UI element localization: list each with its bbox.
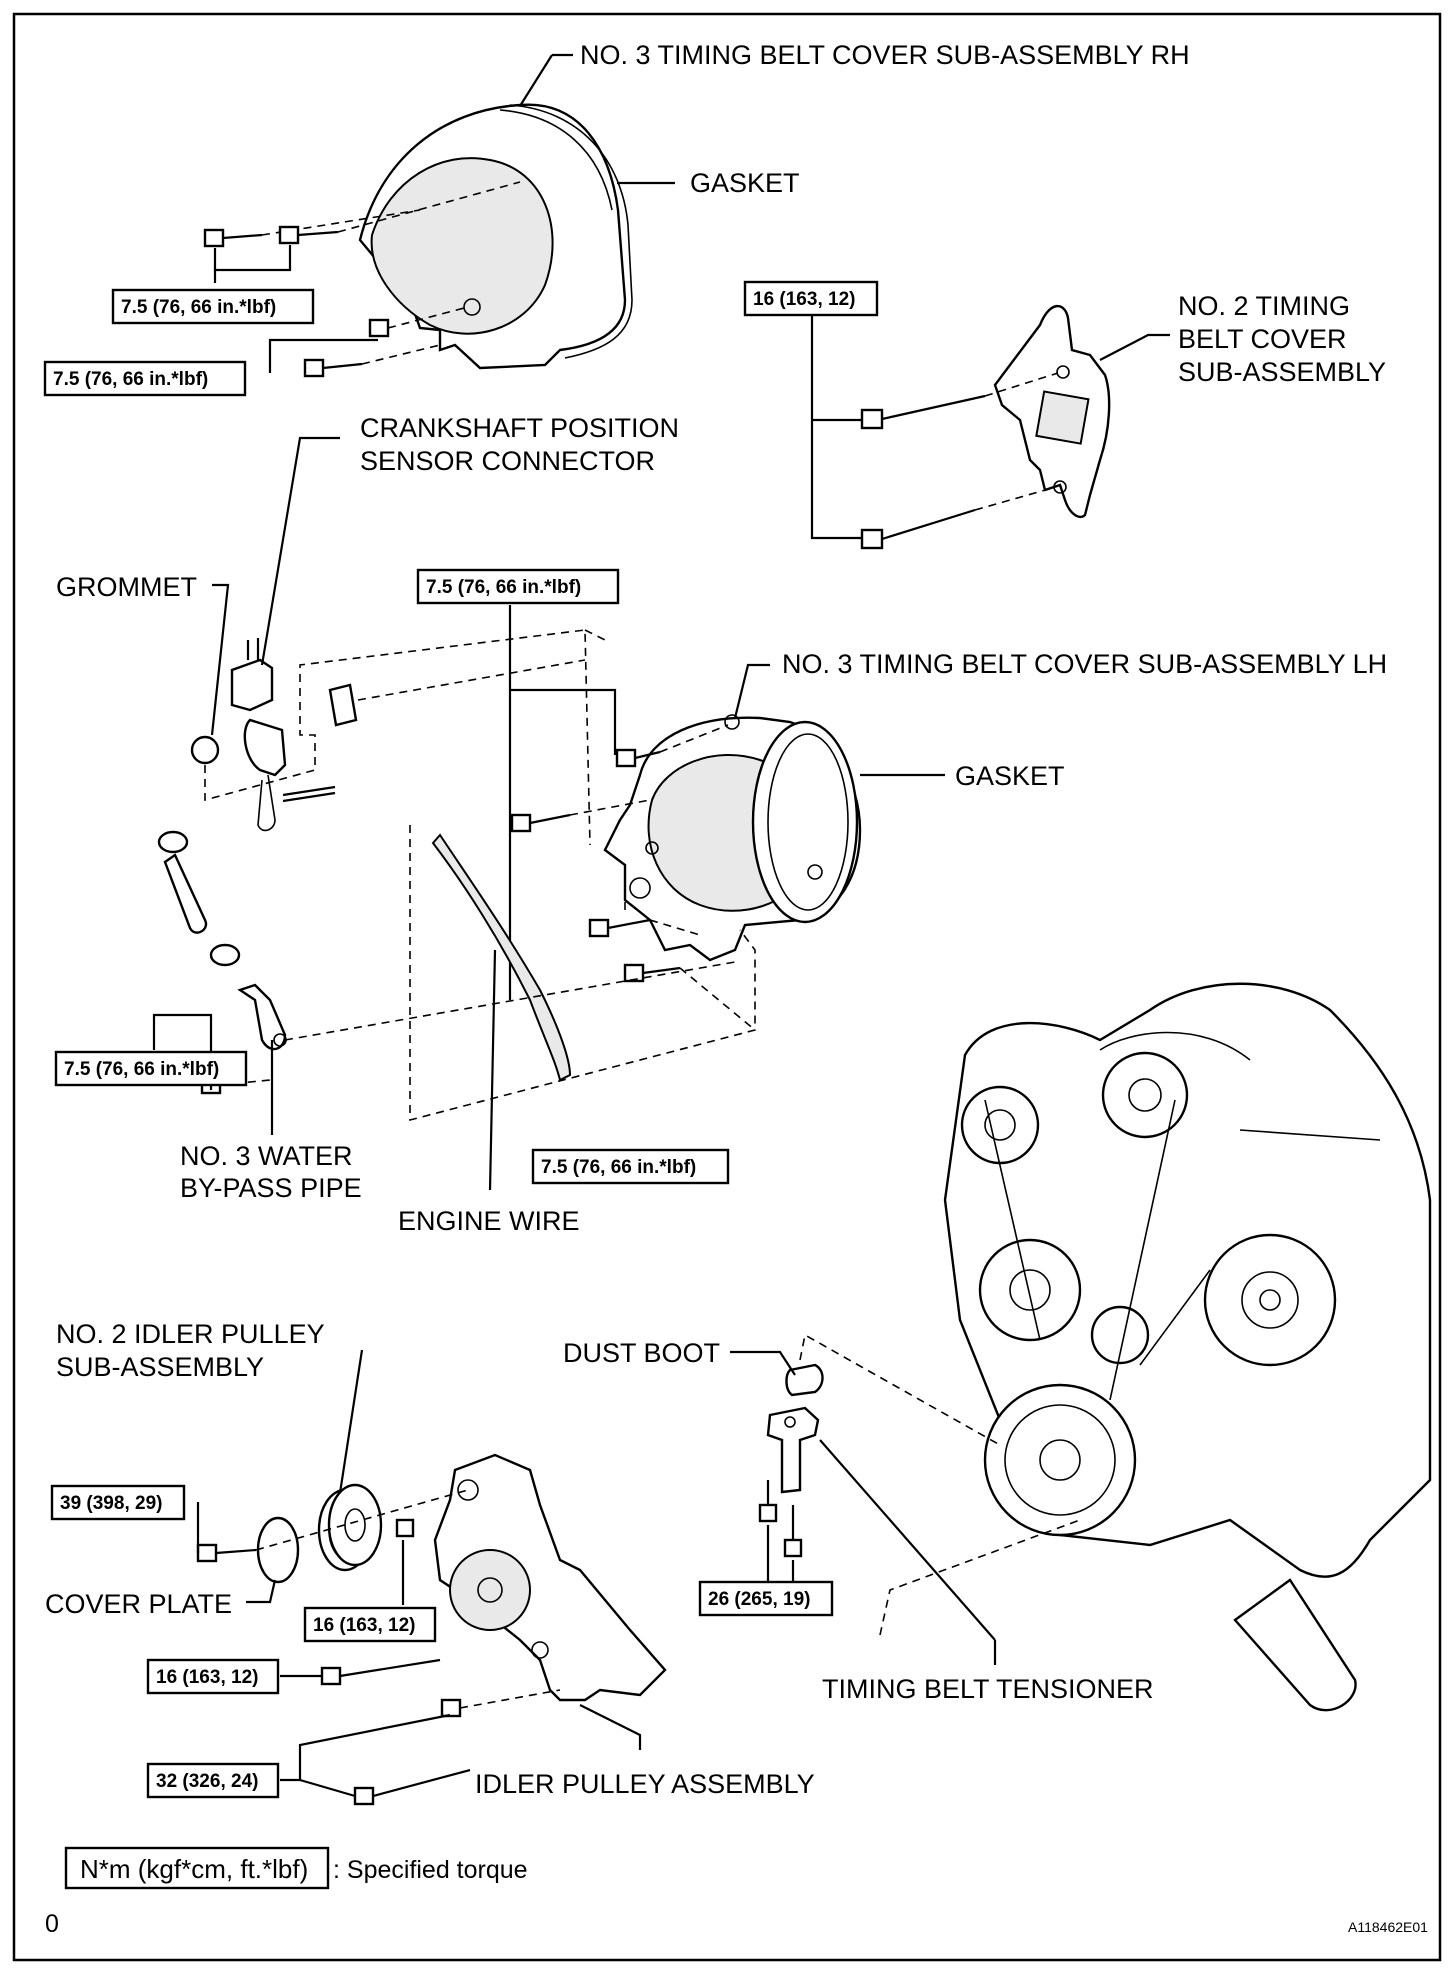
svg-text:7.5 (76, 66 in.*lbf): 7.5 (76, 66 in.*lbf) — [121, 297, 276, 318]
label-idler2-line2: SUB-ASSEMBLY — [56, 1352, 264, 1382]
label-gasket-top: GASKET — [690, 168, 800, 198]
water-bypass-pipe-drawing — [157, 830, 287, 1051]
bolt-lh-3 — [588, 918, 701, 938]
torque-box-8: 16 (163, 12) — [303, 1606, 437, 1643]
dust-boot-drawing — [785, 1363, 824, 1397]
reference-code: A118462E01 — [1348, 1919, 1428, 1935]
torque-box-10: 26 (265, 19) — [698, 1580, 834, 1617]
bolt-rh-2 — [278, 181, 521, 245]
label-grommet: GROMMET — [56, 572, 197, 602]
bolt-no2-2 — [860, 486, 1057, 550]
label-cover-no2-line2: BELT COVER — [1178, 324, 1347, 354]
svg-text:7.5 (76, 66 in.*lbf): 7.5 (76, 66 in.*lbf) — [53, 369, 208, 390]
torque-box-3: 16 (163, 12) — [743, 280, 879, 317]
label-cover-no2-line1: NO. 2 TIMING — [1178, 291, 1350, 321]
timing-belt-tensioner-drawing — [766, 1406, 820, 1494]
label-tensioner: TIMING BELT TENSIONER — [822, 1674, 1154, 1704]
legend-text: : Specified torque — [333, 1856, 528, 1884]
label-dust-boot: DUST BOOT — [563, 1338, 720, 1368]
bolt-rh-3 — [303, 344, 441, 378]
svg-text:16 (163, 12): 16 (163, 12) — [313, 1615, 415, 1636]
torque-box-7: 39 (398, 29) — [50, 1484, 186, 1521]
bolt-lh-1 — [615, 724, 729, 768]
engine-block-drawing — [943, 982, 1432, 1712]
bolt-idler-long — [320, 1658, 441, 1686]
torque-box-1: 7.5 (76, 66 in.*lbf) — [111, 288, 315, 325]
nut-rh-1 — [368, 306, 469, 338]
torque-box-6: 7.5 (76, 66 in.*lbf) — [531, 1148, 730, 1185]
bolt-no2-1 — [860, 372, 1059, 430]
label-cover-lh: NO. 3 TIMING BELT COVER SUB-ASSEMBLY LH — [782, 649, 1387, 679]
label-crankshaft-line1: CRANKSHAFT POSITION — [360, 413, 679, 443]
label-gasket-mid: GASKET — [955, 761, 1065, 791]
bolt-idler-bottom — [353, 1768, 471, 1806]
torque-legend: N*m (kgf*cm, ft.*lbf) : Specified torque — [64, 1846, 528, 1890]
label-idler-assembly: IDLER PULLEY ASSEMBLY — [475, 1769, 815, 1799]
nut-idler — [440, 1698, 462, 1718]
label-engine-wire: ENGINE WIRE — [398, 1206, 580, 1236]
page-frame — [12, 12, 1442, 1962]
engine-wire-drawing — [431, 833, 572, 1082]
bolt-tensioner-1 — [758, 1480, 778, 1523]
label-crankshaft-line2: SENSOR CONNECTOR — [360, 446, 655, 476]
label-cover-rh: NO. 3 TIMING BELT COVER SUB-ASSEMBLY RH — [580, 40, 1190, 70]
svg-text:26 (265, 19): 26 (265, 19) — [708, 1589, 810, 1610]
no2-idler-pulley-drawing — [317, 1483, 383, 1572]
svg-text:16 (163, 12): 16 (163, 12) — [753, 289, 855, 310]
torque-box-2: 7.5 (76, 66 in.*lbf) — [43, 360, 247, 397]
bolt-tensioner-2 — [783, 1505, 803, 1558]
svg-text:32 (326, 24): 32 (326, 24) — [156, 1771, 258, 1792]
bolt-rh-1 — [203, 209, 421, 248]
bolt-pulley — [196, 1543, 218, 1563]
label-cover-no2-line3: SUB-ASSEMBLY — [1178, 357, 1386, 387]
timing-cover-no2-drawing — [993, 304, 1111, 519]
legend-box-text: N*m (kgf*cm, ft.*lbf) — [80, 1854, 308, 1884]
page-mark: 0 — [45, 1910, 59, 1938]
grommet-drawing — [190, 735, 220, 765]
label-cover-plate: COVER PLATE — [45, 1589, 232, 1619]
label-idler2-line1: NO. 2 IDLER PULLEY — [56, 1319, 325, 1349]
cover-plate-drawing — [256, 1516, 300, 1584]
torque-box-9: 16 (163, 12) — [146, 1658, 280, 1695]
svg-text:16 (163, 12): 16 (163, 12) — [156, 1667, 258, 1688]
label-water-bypass-line1: NO. 3 WATER — [180, 1141, 353, 1171]
svg-text:7.5 (76, 66 in.*lbf): 7.5 (76, 66 in.*lbf) — [64, 1059, 219, 1080]
bolt-lh-4 — [623, 963, 756, 1031]
svg-text:39 (398, 29): 39 (398, 29) — [60, 1493, 162, 1514]
crankshaft-sensor-connector-drawing — [230, 638, 358, 832]
label-water-bypass-line2: BY-PASS PIPE — [180, 1173, 362, 1203]
torque-box-11: 32 (326, 24) — [146, 1762, 280, 1799]
timing-cover-lh-drawing — [603, 714, 862, 962]
svg-text:7.5 (76, 66 in.*lbf): 7.5 (76, 66 in.*lbf) — [541, 1157, 696, 1178]
svg-text:7.5 (76, 66 in.*lbf): 7.5 (76, 66 in.*lbf) — [426, 577, 581, 598]
nut-pulley — [395, 1518, 415, 1538]
torque-box-5: 7.5 (76, 66 in.*lbf) — [54, 1050, 248, 1087]
idler-pulley-assembly-drawing — [433, 1453, 667, 1702]
timing-cover-rh-drawing — [358, 103, 633, 370]
torque-box-4: 7.5 (76, 66 in.*lbf) — [416, 568, 620, 605]
bolt-lh-2 — [510, 799, 651, 833]
